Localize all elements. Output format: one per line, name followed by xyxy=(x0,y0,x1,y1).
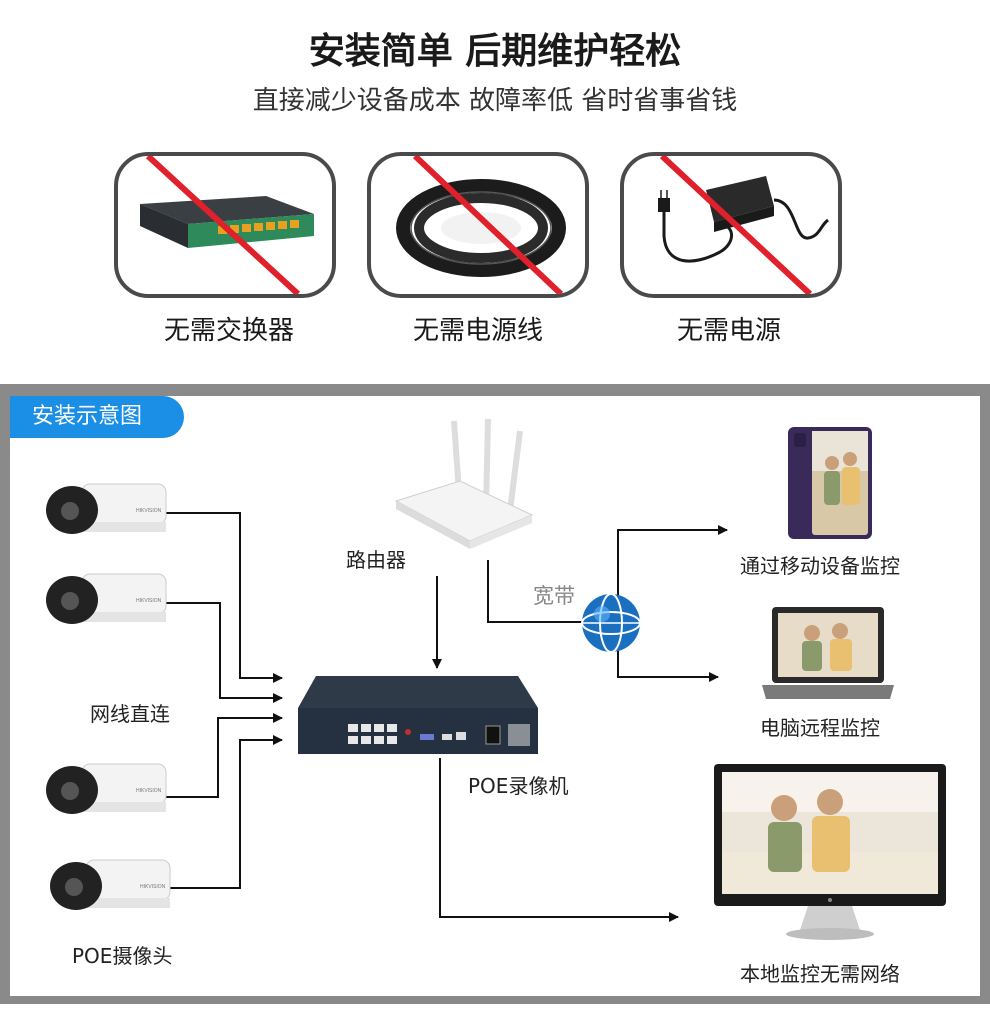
svg-text:HIKVISION: HIKVISION xyxy=(140,884,166,890)
no-cable-label: 无需电源线 xyxy=(412,316,543,346)
poe-camera-1: HIKVISION xyxy=(46,483,167,534)
poe-camera-4: HIKVISION xyxy=(50,859,171,910)
poe-camera-3: HIKVISION xyxy=(46,763,167,814)
no-switch-card xyxy=(114,152,336,298)
mobile-phone-icon xyxy=(788,427,872,539)
page-title: 安装简单 后期维护轻松 xyxy=(308,31,682,72)
poe-camera-label: POE摄像头 xyxy=(72,944,173,968)
svg-text:HIKVISION: HIKVISION xyxy=(136,788,162,794)
broadband-label: 宽带 xyxy=(533,584,575,608)
direct-connect-label: 网线直连 xyxy=(90,702,170,726)
network-switch-icon xyxy=(140,156,314,294)
local-monitor-label: 本地监控无需网络 xyxy=(740,962,900,986)
diagram-tag: 安装示意图 xyxy=(10,396,184,438)
no-power-label: 无需电源 xyxy=(676,316,781,346)
router-icon xyxy=(394,418,534,549)
power-adapter-icon xyxy=(658,156,829,294)
strike-line xyxy=(659,156,813,294)
internet-globe-icon xyxy=(581,593,641,653)
laptop-icon xyxy=(762,607,894,699)
svg-text:HIKVISION: HIKVISION xyxy=(136,508,162,514)
no-power-card xyxy=(620,152,842,298)
strike-line xyxy=(412,156,564,294)
no-switch-label: 无需交换器 xyxy=(163,316,294,346)
page-subtitle: 直接减少设备成本 故障率低 省时省事省钱 xyxy=(252,86,738,116)
no-cable-card xyxy=(367,152,589,298)
router-label: 路由器 xyxy=(346,548,406,572)
poe-nvr-icon xyxy=(298,676,538,754)
svg-text:HIKVISION: HIKVISION xyxy=(136,598,162,604)
poe-camera-2: HIKVISION xyxy=(46,573,167,624)
nvr-label: POE录像机 xyxy=(468,774,569,798)
strike-line xyxy=(145,156,301,294)
pc-monitor-label: 电脑远程监控 xyxy=(760,716,880,740)
cable-coil-icon xyxy=(396,156,566,294)
local-monitor-icon xyxy=(714,764,946,940)
mobile-monitor-label: 通过移动设备监控 xyxy=(740,554,900,578)
